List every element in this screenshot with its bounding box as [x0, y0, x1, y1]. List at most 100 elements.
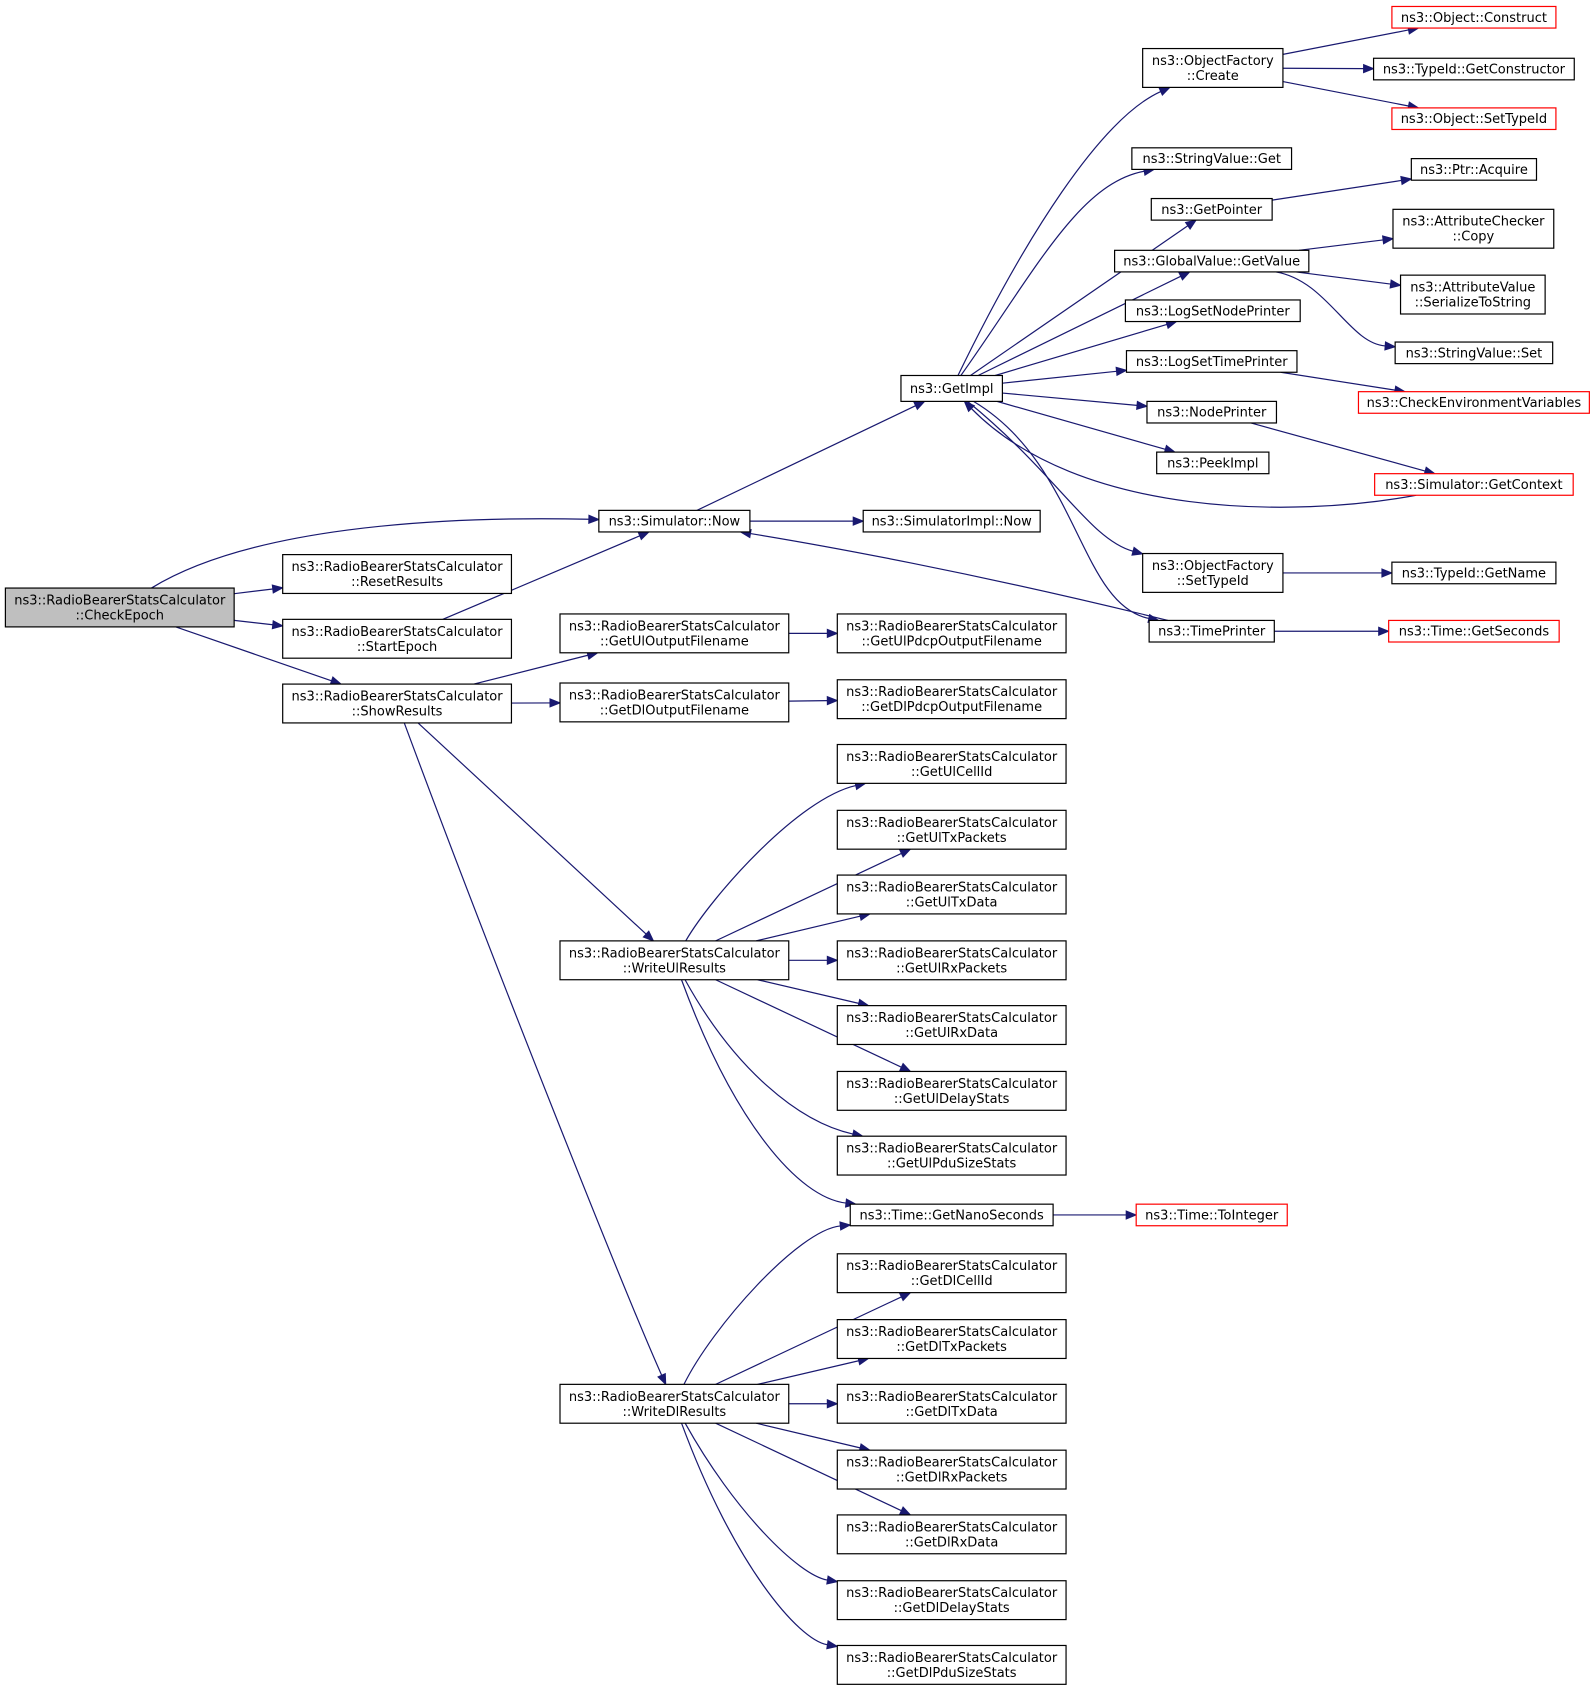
node-aserialize[interactable]: ns3::AttributeValue::SerializeToString: [1399, 274, 1546, 315]
node-label: ns3::TypeId::GetConstructor: [1383, 63, 1566, 78]
node-startepoch[interactable]: ns3::RadioBearerStatsCalculator::StartEp…: [282, 618, 513, 659]
arrowhead-icon: [642, 930, 655, 942]
node-getpointer[interactable]: ns3::GetPointer: [1150, 197, 1273, 221]
edge-writeulresults-to-getulrxpackets: [788, 955, 839, 966]
node-box: [1156, 451, 1270, 475]
node-getuloutfile[interactable]: ns3::RadioBearerStatsCalculator::GetUlOu…: [559, 613, 790, 654]
node-ptracquire[interactable]: ns3::Ptr::Acquire: [1410, 158, 1538, 181]
node-logtimeprinter[interactable]: ns3::LogSetTimePrinter: [1125, 350, 1298, 373]
edge-line: [403, 722, 663, 1376]
node-box: [836, 613, 1067, 654]
node-box: [1131, 147, 1293, 171]
node-box: [282, 618, 513, 659]
node-getdlrxpackets[interactable]: ns3::RadioBearerStatsCalculator::GetDlRx…: [836, 1449, 1067, 1490]
node-nodeprinter[interactable]: ns3::NodePrinter: [1146, 400, 1278, 424]
arrowhead-icon: [1178, 271, 1191, 281]
node-label: ns3::TimePrinter: [1158, 625, 1266, 640]
arrowhead-icon: [1184, 219, 1198, 230]
node-getdltxpackets[interactable]: ns3::RadioBearerStatsCalculator::GetDlTx…: [836, 1319, 1067, 1360]
node-writedlresults[interactable]: ns3::RadioBearerStatsCalculator::WriteDl…: [559, 1383, 790, 1424]
arrowhead-icon: [1384, 341, 1397, 351]
node-strget[interactable]: ns3::StringValue::Get: [1131, 147, 1293, 171]
node-getconstructor[interactable]: ns3::TypeId::GetConstructor: [1372, 57, 1575, 81]
node-getdloutfile[interactable]: ns3::RadioBearerStatsCalculator::GetDlOu…: [559, 682, 790, 723]
node-objconstruct[interactable]: ns3::Object::Construct: [1391, 5, 1557, 29]
edge-line: [977, 275, 1181, 377]
node-label: ns3::Object::SetTypeId: [1401, 112, 1547, 127]
node-label: ::GetUlPduSizeStats: [887, 1157, 1016, 1172]
edge-line: [175, 626, 332, 682]
node-label: ns3::Object::Construct: [1401, 11, 1547, 26]
edge-writedlresults-to-getdldelay: [684, 1422, 839, 1585]
edge-checkepoch-to-startepoch: [234, 619, 285, 630]
node-getultxdata[interactable]: ns3::RadioBearerStatsCalculator::GetUlTx…: [836, 874, 1067, 915]
node-label: ns3::AttributeChecker: [1402, 215, 1545, 230]
node-strset[interactable]: ns3::StringValue::Set: [1394, 341, 1554, 365]
arrowhead-icon: [826, 955, 839, 966]
arrowhead-icon: [329, 676, 343, 686]
edge-line: [1275, 271, 1386, 347]
node-label: ::GetUlTxPackets: [897, 831, 1007, 846]
node-box: [836, 1514, 1067, 1555]
node-label: ns3::PeekImpl: [1167, 456, 1258, 471]
node-box: [836, 1644, 1067, 1685]
node-label: ns3::RadioBearerStatsCalculator: [846, 1259, 1058, 1274]
node-writeulresults[interactable]: ns3::RadioBearerStatsCalculator::WriteUl…: [559, 940, 790, 981]
node-simgetcontext[interactable]: ns3::Simulator::GetContext: [1374, 473, 1574, 496]
arrowhead-icon: [898, 848, 912, 858]
node-objsettypeid[interactable]: ns3::Object::SetTypeId: [1391, 107, 1557, 131]
node-getulcellid[interactable]: ns3::RadioBearerStatsCalculator::GetUlCe…: [836, 743, 1067, 784]
node-getimpl[interactable]: ns3::GetImpl: [900, 374, 1003, 402]
node-getulrxpackets[interactable]: ns3::RadioBearerStatsCalculator::GetUlRx…: [836, 940, 1067, 981]
node-getnanoseconds[interactable]: ns3::Time::GetNanoSeconds: [849, 1203, 1054, 1227]
arrowhead-icon: [271, 584, 285, 594]
node-showresults[interactable]: ns3::RadioBearerStatsCalculator::ShowRes…: [282, 683, 513, 724]
node-getdltxdata[interactable]: ns3::RadioBearerStatsCalculator::GetDlTx…: [836, 1383, 1067, 1424]
arrowhead-icon: [657, 1372, 667, 1386]
node-lognodeprinter[interactable]: ns3::LogSetNodePrinter: [1124, 299, 1301, 323]
node-peekimpl[interactable]: ns3::PeekImpl: [1156, 451, 1270, 475]
node-box: [1148, 619, 1275, 643]
edge-line: [996, 400, 1166, 450]
node-gvgetvalue[interactable]: ns3::GlobalValue::GetValue: [1114, 249, 1310, 273]
node-box: [1150, 197, 1273, 221]
node-typeidgetname[interactable]: ns3::TypeId::GetName: [1391, 561, 1557, 585]
edge-line: [973, 400, 1149, 620]
node-getdlpdcpfile[interactable]: ns3::RadioBearerStatsCalculator::GetDlPd…: [836, 679, 1067, 720]
node-label: ns3::LogSetTimePrinter: [1136, 355, 1288, 370]
node-getulpdu[interactable]: ns3::RadioBearerStatsCalculator::GetUlPd…: [836, 1135, 1067, 1176]
edge-line: [757, 1360, 859, 1385]
node-simnow[interactable]: ns3::Simulator::Now: [598, 509, 751, 533]
node-getdlpdu[interactable]: ns3::RadioBearerStatsCalculator::GetDlPd…: [836, 1644, 1067, 1685]
node-label: ::GetDlRxPackets: [896, 1471, 1008, 1486]
edge-line: [473, 654, 589, 685]
edge-writeulresults-to-getuldelay: [715, 979, 912, 1073]
node-getulrxdata[interactable]: ns3::RadioBearerStatsCalculator::GetUlRx…: [836, 1005, 1067, 1046]
node-simimplnow[interactable]: ns3::SimulatorImpl::Now: [862, 509, 1041, 533]
node-ofsettypeid[interactable]: ns3::ObjectFactory::SetTypeId: [1142, 552, 1284, 593]
node-getdldelay[interactable]: ns3::RadioBearerStatsCalculator::GetDlDe…: [836, 1580, 1067, 1621]
edge-getimpl-to-ofsettypeid: [967, 400, 1144, 556]
node-label: ns3::RadioBearerStatsCalculator: [846, 1325, 1058, 1340]
edge-checkepoch-to-resetresults: [234, 584, 285, 595]
node-resetresults[interactable]: ns3::RadioBearerStatsCalculator::ResetRe…: [282, 554, 513, 595]
node-timeprinter[interactable]: ns3::TimePrinter: [1148, 619, 1275, 643]
node-getulpdcpfile[interactable]: ns3::RadioBearerStatsCalculator::GetUlPd…: [836, 613, 1067, 654]
node-checkepoch[interactable]: ns3::RadioBearerStatsCalculator::CheckEp…: [4, 587, 235, 628]
node-label: ::GetUlOutputFilename: [600, 634, 749, 649]
node-label: ns3::RadioBearerStatsCalculator: [846, 946, 1058, 961]
node-ofcreate[interactable]: ns3::ObjectFactory::Create: [1142, 47, 1284, 88]
node-getuldelay[interactable]: ns3::RadioBearerStatsCalculator::GetUlDe…: [836, 1070, 1067, 1111]
node-timegetseconds[interactable]: ns3::Time::GetSeconds: [1388, 619, 1560, 643]
arrowhead-icon: [898, 1062, 912, 1073]
node-checkenv[interactable]: ns3::CheckEnvironmentVariables: [1357, 391, 1590, 414]
node-acopy[interactable]: ns3::AttributeChecker::Copy: [1392, 208, 1555, 249]
arrowhead-icon: [898, 1292, 912, 1302]
node-box: [836, 1070, 1067, 1111]
node-timetointeger[interactable]: ns3::Time::ToInteger: [1135, 1203, 1288, 1227]
node-getultxpackets[interactable]: ns3::RadioBearerStatsCalculator::GetUlTx…: [836, 809, 1067, 850]
node-label: ns3::RadioBearerStatsCalculator: [846, 1586, 1058, 1601]
arrowhead-icon: [826, 1575, 839, 1585]
node-getdlcellid[interactable]: ns3::RadioBearerStatsCalculator::GetDlCe…: [836, 1253, 1067, 1294]
node-getdlrxdata[interactable]: ns3::RadioBearerStatsCalculator::GetDlRx…: [836, 1514, 1067, 1555]
